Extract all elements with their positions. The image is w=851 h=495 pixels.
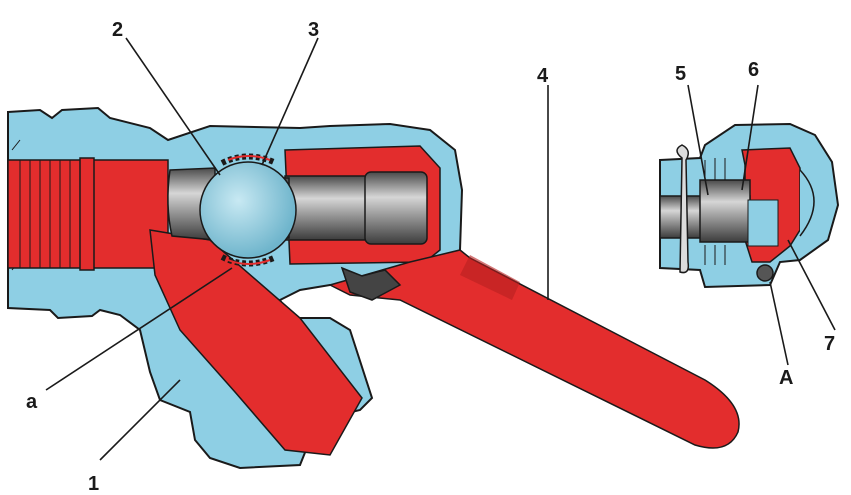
leader-lines (45, 37, 836, 461)
label-3: 3 (308, 19, 319, 41)
label-4: 4 (537, 65, 549, 87)
valve-stem (274, 171, 428, 245)
ball-valve (167, 153, 297, 267)
detail-fitting (659, 122, 840, 289)
label-5: 5 (675, 63, 686, 85)
label-7: 7 (824, 333, 835, 355)
label-1: 1 (88, 473, 99, 495)
callout-labels: 2 3 4 5 6 7 A a 1 (26, 19, 835, 495)
label-a: a (26, 391, 38, 413)
label-2: 2 (112, 19, 123, 41)
label-6: 6 (748, 59, 759, 81)
handle-lever (327, 249, 740, 449)
label-A: A (779, 367, 793, 389)
